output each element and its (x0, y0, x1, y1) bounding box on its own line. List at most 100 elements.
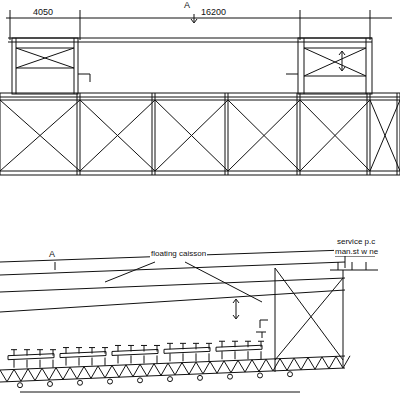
stroke (245, 341, 251, 342)
stroke (273, 359, 280, 371)
stroke (76, 347, 82, 348)
upper-beam (8, 38, 372, 42)
leader-line (335, 256, 375, 268)
stroke (189, 362, 196, 374)
stroke (11, 349, 17, 350)
stroke (8, 358, 54, 360)
stroke (0, 100, 80, 171)
stroke (0, 100, 80, 171)
stroke (367, 93, 368, 175)
stroke (126, 365, 133, 377)
stroke (193, 343, 199, 344)
stroke (89, 347, 95, 348)
stroke (40, 360, 41, 368)
stroke (158, 349, 159, 353)
stroke (152, 93, 153, 175)
stroke (102, 347, 108, 348)
dimension-line (6, 18, 392, 19)
wheel (168, 377, 173, 382)
stroke (301, 358, 308, 370)
stroke (54, 354, 55, 358)
stroke (77, 367, 84, 379)
stroke (37, 349, 43, 350)
wheel (108, 379, 113, 384)
stroke (42, 368, 49, 380)
stroke (60, 356, 106, 358)
stroke (7, 369, 14, 381)
stroke (140, 364, 147, 376)
stroke (155, 100, 228, 171)
stroke (40, 350, 41, 356)
wheel (288, 372, 293, 377)
stroke (370, 100, 400, 171)
section-mark: A (183, 1, 191, 10)
stroke (27, 360, 28, 368)
stroke (0, 93, 1, 175)
stroke (287, 358, 294, 370)
stroke (216, 349, 262, 351)
stroke (161, 363, 168, 375)
stroke (131, 345, 132, 351)
slope-lines (0, 250, 345, 312)
stroke (210, 361, 217, 373)
section-line (55, 262, 56, 270)
stroke (112, 365, 119, 377)
stroke (147, 364, 154, 376)
stroke (294, 358, 301, 370)
stroke (155, 100, 228, 171)
stroke (228, 100, 300, 171)
left-tower (12, 38, 90, 94)
stroke (8, 356, 9, 360)
stroke (80, 93, 81, 175)
stroke (105, 348, 106, 354)
stroke (24, 349, 30, 350)
right-tower (286, 38, 372, 94)
stroke (106, 352, 107, 356)
stroke (115, 345, 121, 346)
stroke (210, 347, 211, 351)
leader-line (105, 262, 262, 302)
stroke (219, 341, 225, 342)
section-mark: A (48, 250, 56, 259)
stroke (154, 345, 160, 346)
stroke (155, 93, 156, 175)
stroke (258, 341, 264, 342)
stroke (370, 93, 371, 175)
stroke (259, 359, 266, 371)
stroke (228, 93, 229, 175)
stroke (216, 345, 262, 347)
stroke (216, 347, 217, 351)
service-platform (330, 262, 378, 270)
wheel (228, 374, 233, 379)
stroke (128, 345, 134, 346)
stroke (231, 360, 238, 372)
stroke (63, 347, 69, 348)
ground-line (18, 372, 301, 392)
stroke (206, 343, 212, 344)
stroke (8, 354, 54, 356)
stroke (79, 358, 80, 366)
stroke (70, 367, 77, 379)
stroke (133, 364, 140, 376)
stroke (266, 359, 273, 371)
stroke (261, 351, 262, 359)
stroke (180, 343, 186, 344)
stroke (53, 360, 54, 368)
stroke (252, 360, 259, 372)
stroke (224, 361, 231, 373)
wheel (18, 383, 23, 388)
plan-truss (0, 93, 400, 175)
stroke (175, 363, 182, 375)
stroke (53, 350, 54, 356)
stroke (118, 345, 119, 351)
stroke (27, 350, 28, 356)
stroke (91, 366, 98, 378)
stroke (196, 362, 203, 374)
stroke (66, 348, 67, 354)
stroke (60, 354, 61, 358)
stroke (183, 353, 184, 361)
stroke (157, 355, 158, 363)
wheel (198, 375, 203, 380)
stroke (141, 345, 147, 346)
